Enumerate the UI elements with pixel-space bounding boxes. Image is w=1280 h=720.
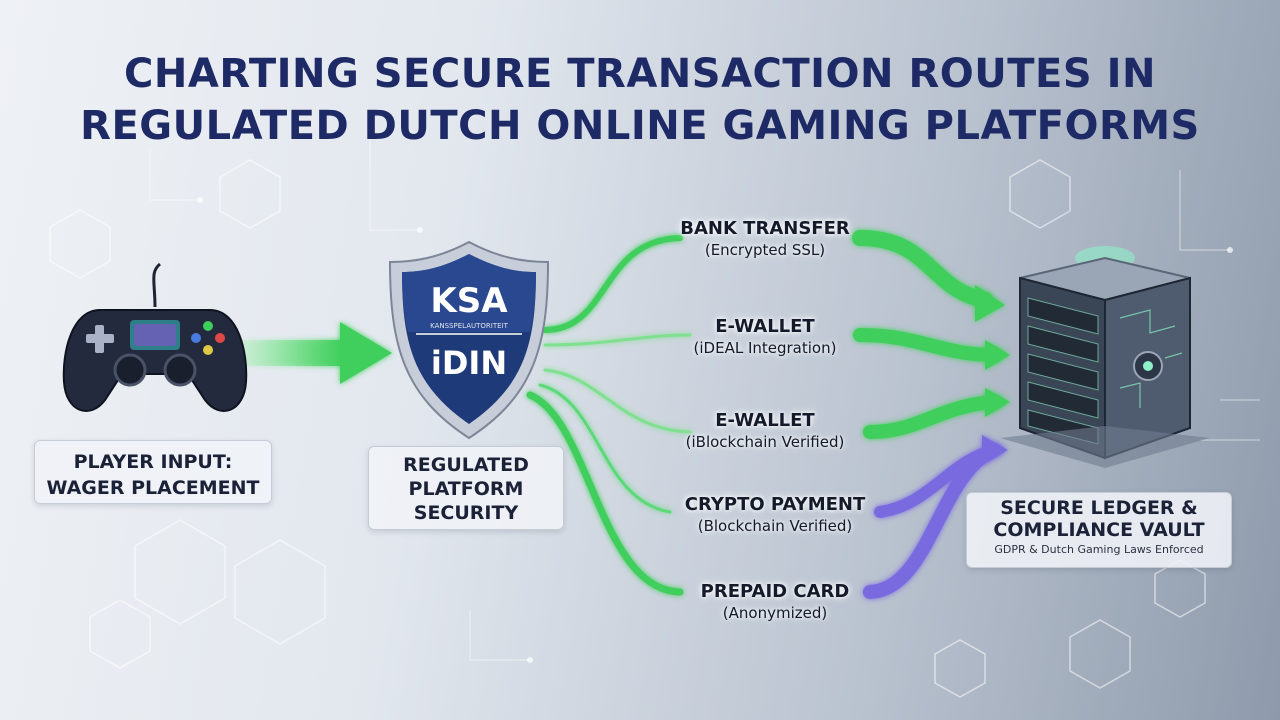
title-line-2: REGULATED DUTCH ONLINE GAMING PLATFORMS	[80, 103, 1200, 149]
player-input-line-1: PLAYER INPUT:	[73, 451, 233, 473]
shield-bottom-text: iDIN	[431, 344, 507, 382]
route-detail: (Encrypted SSL)	[704, 241, 826, 259]
input-arrow	[232, 322, 392, 384]
diagram-title: CHARTING SECURE TRANSACTION ROUTES IN RE…	[0, 48, 1280, 152]
server-vault-icon	[1000, 246, 1210, 468]
platform-security-line-1: REGULATED	[403, 454, 529, 476]
arrowhead-bank	[975, 285, 1005, 322]
route-detail: (iBlockchain Verified)	[685, 433, 845, 451]
route-line-crypto	[538, 383, 672, 514]
route-bank-transfer: BANK TRANSFER (Encrypted SSL)	[650, 218, 880, 260]
arrowheads	[975, 285, 1010, 465]
route-e-wallet-blockchain: E-WALLET (iBlockchain Verified)	[655, 410, 875, 452]
route-e-wallet-ideal: E-WALLET (iDEAL Integration)	[655, 316, 875, 358]
arrowhead-purple	[982, 435, 1008, 465]
route-line-ewallet1-out	[853, 328, 1002, 362]
route-line-prepaid-out	[863, 443, 1002, 599]
vault-note: GDPR & Dutch Gaming Laws Enforced	[994, 543, 1204, 556]
shield-top-text: KSA	[430, 281, 508, 321]
route-name: PREPAID CARD	[700, 581, 850, 602]
platform-security-line-2: PLATFORM	[408, 478, 524, 500]
route-line-bank-out	[852, 230, 993, 308]
route-detail: (Blockchain Verified)	[697, 517, 853, 535]
vault-line-2: COMPLIANCE VAULT	[993, 519, 1205, 541]
route-line-ewallet1	[543, 333, 692, 347]
route-line-prepaid	[526, 391, 684, 596]
vault-label: SECURE LEDGER & COMPLIANCE VAULT GDPR & …	[966, 492, 1232, 568]
route-detail: (Anonymized)	[722, 604, 828, 622]
route-line-ewallet2	[543, 368, 692, 434]
player-input-line-2: WAGER PLACEMENT	[46, 477, 260, 499]
shield-icon: KSA KANSSPELAUTORITEIT iDIN	[388, 240, 550, 440]
route-line-ewallet2-out	[863, 395, 1002, 439]
arrowhead-ewallet1	[985, 340, 1010, 370]
title-line-1: CHARTING SECURE TRANSACTION ROUTES IN	[124, 51, 1156, 97]
route-name: E-WALLET	[715, 316, 815, 337]
arrowhead-ewallet2	[985, 388, 1010, 417]
route-crypto-payment: CRYPTO PAYMENT (Blockchain Verified)	[660, 494, 890, 536]
route-name: BANK TRANSFER	[680, 218, 850, 239]
platform-security-line-3: SECURITY	[413, 502, 519, 524]
route-name: CRYPTO PAYMENT	[684, 494, 866, 515]
vault-line-1: SECURE LEDGER &	[1000, 497, 1198, 519]
route-name: E-WALLET	[715, 410, 815, 431]
route-prepaid-card: PREPAID CARD (Anonymized)	[660, 581, 890, 623]
shield-small-text: KANSSPELAUTORITEIT	[430, 322, 508, 330]
game-controller-icon	[62, 262, 248, 412]
player-input-label: PLAYER INPUT: WAGER PLACEMENT	[34, 440, 272, 504]
route-detail: (iDEAL Integration)	[693, 339, 837, 357]
platform-security-label: REGULATED PLATFORM SECURITY	[368, 446, 564, 530]
route-line-bank	[542, 235, 683, 333]
